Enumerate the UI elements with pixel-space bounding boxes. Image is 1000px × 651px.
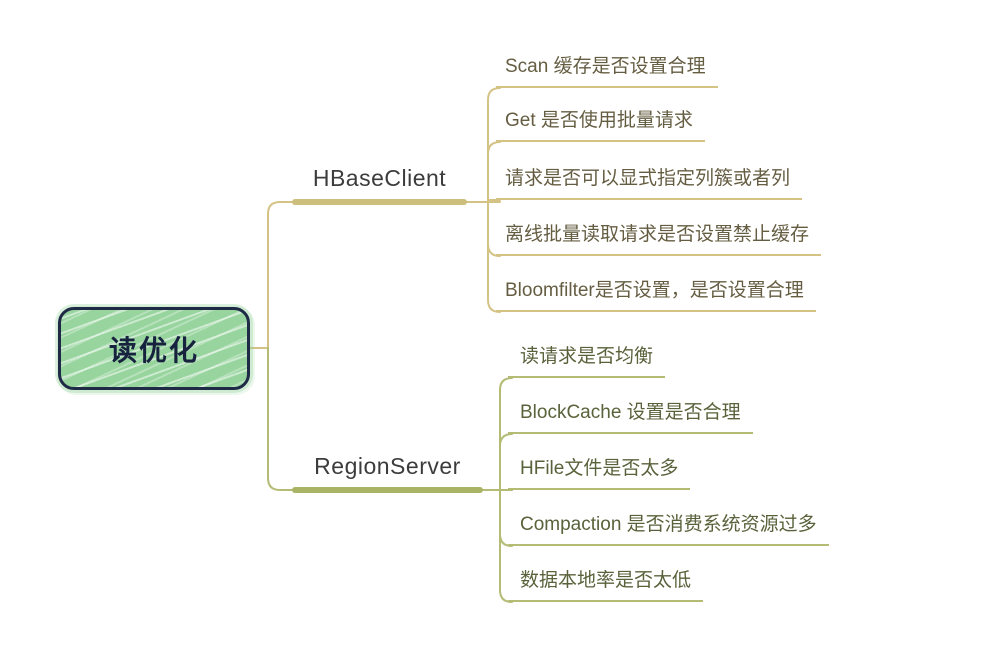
root-node-label: 读优化 — [108, 334, 199, 366]
branch1-leaf2-elbow — [487, 141, 501, 155]
branch2-leaf2-elbow — [499, 433, 513, 447]
leaf-node-specify-column[interactable]: 请求是否可以显式指定列簇或者列 — [496, 165, 803, 200]
branch2-trunk-connector — [267, 347, 293, 491]
branch-label-text: HBaseClient — [312, 165, 447, 191]
leaf-node-get-batch[interactable]: Get 是否使用批量请求 — [496, 107, 705, 142]
branch-label-text: RegionServer — [314, 453, 461, 479]
branch-node-hbaseclient[interactable]: HBaseClient — [292, 163, 467, 202]
root-node-read-optimization[interactable]: 读优化 — [58, 307, 250, 390]
leaf-node-scan-cache[interactable]: Scan 缓存是否设置合理 — [496, 53, 718, 88]
leaf-node-offline-batch-read[interactable]: 离线批量读取请求是否设置禁止缓存 — [496, 221, 822, 256]
leaf-node-hfile-count[interactable]: HFile文件是否太多 — [508, 455, 691, 490]
leaf-node-bloomfilter[interactable]: Bloomfilter是否设置，是否设置合理 — [496, 277, 816, 312]
branch-node-regionserver[interactable]: RegionServer — [292, 451, 483, 490]
leaf-node-compaction-resource[interactable]: Compaction 是否消费系统资源过多 — [508, 511, 829, 546]
leaf-node-data-locality[interactable]: 数据本地率是否太低 — [508, 567, 704, 602]
branch1-trunk-connector — [249, 201, 293, 349]
leaf-node-read-balance[interactable]: 读请求是否均衡 — [508, 343, 666, 378]
leaf-node-blockcache[interactable]: BlockCache 设置是否合理 — [508, 399, 753, 434]
